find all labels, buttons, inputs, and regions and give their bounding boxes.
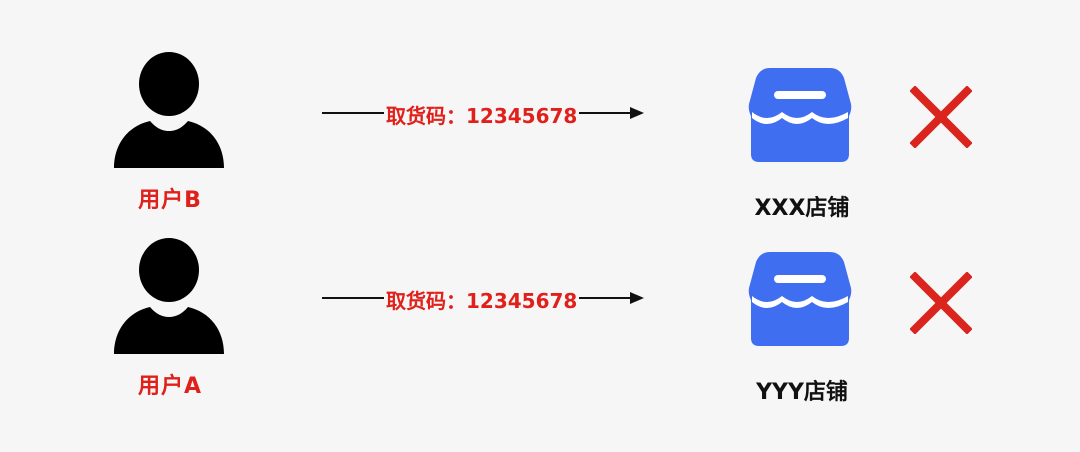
arrow-head	[630, 107, 644, 119]
arrow-head	[630, 292, 644, 304]
user-label: 用户A	[137, 374, 203, 399]
store-icon	[748, 68, 852, 162]
diagram-row-user-b: 用户B 取货码：12345678 XXX店铺	[114, 52, 972, 221]
store-label: YYY店铺	[756, 380, 848, 405]
store-icon	[748, 252, 852, 346]
cross-icon	[910, 272, 972, 334]
pickup-code-value: 12345678	[466, 289, 578, 313]
pickup-code-prefix: 取货码：	[386, 289, 466, 313]
user-icon	[114, 52, 224, 168]
cross-icon	[910, 86, 972, 148]
pickup-code-prefix: 取货码：	[386, 104, 466, 128]
store-label: XXX店铺	[754, 196, 850, 221]
pickup-code-label: 取货码：12345678	[384, 100, 580, 129]
user-label: 用户B	[138, 188, 202, 213]
pickup-code-label: 取货码：12345678	[384, 285, 580, 314]
pickup-code-value: 12345678	[466, 104, 578, 128]
user-icon	[114, 238, 224, 354]
